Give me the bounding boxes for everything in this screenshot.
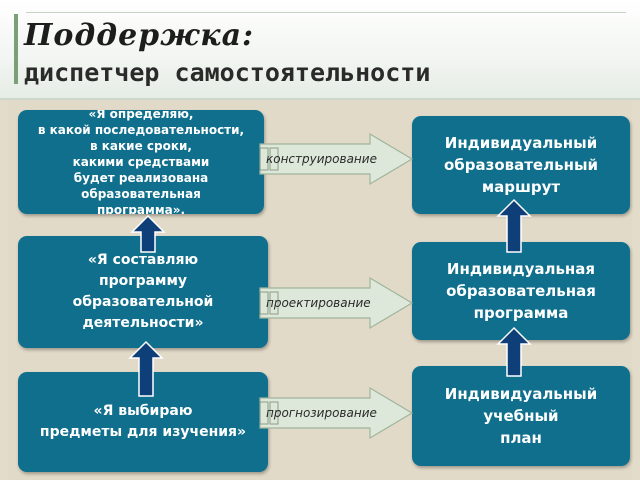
connector-label: конструирование (266, 152, 377, 166)
right-box-individual-route: Индивидуальный образовательный маршрут (412, 116, 630, 214)
title-accent-bar (14, 14, 18, 84)
connector-label: прогнозирование (266, 406, 377, 420)
page-subtitle: диспетчер самостоятельности (24, 58, 431, 87)
right-box-text: Индивидуальный образовательный маршрут (443, 134, 599, 196)
right-arrow-design (259, 276, 414, 330)
right-arrow-construct (259, 132, 414, 186)
title-bar: Поддержка: диспетчер самостоятельности (0, 0, 640, 100)
connector-label: проектирование (266, 296, 371, 310)
right-box-text: Индивидуальная образовательная программа (446, 260, 596, 322)
page-title: Поддержка: (24, 18, 255, 53)
up-arrow-right-lower (496, 326, 532, 377)
left-box-text: «Я выбираю предметы для изучения» (39, 403, 247, 440)
left-box-determine-sequence: «Я определяю, в какой последовательности… (18, 110, 264, 214)
up-arrow-left-lower (128, 340, 164, 397)
left-box-text: «Я составляю программу образовательной д… (72, 252, 214, 331)
right-box-individual-program: Индивидуальная образовательная программа (412, 242, 630, 340)
up-arrow-left-upper (130, 214, 166, 253)
up-arrow-right-upper (496, 198, 532, 253)
title-divider (26, 12, 626, 13)
left-box-compose-program: «Я составляю программу образовательной д… (18, 236, 268, 348)
right-box-text: Индивидуальный учебный план (444, 385, 598, 447)
right-arrow-forecast (259, 386, 414, 440)
right-box-individual-plan: Индивидуальный учебный план (412, 366, 630, 466)
left-box-text: «Я определяю, в какой последовательности… (37, 110, 245, 214)
